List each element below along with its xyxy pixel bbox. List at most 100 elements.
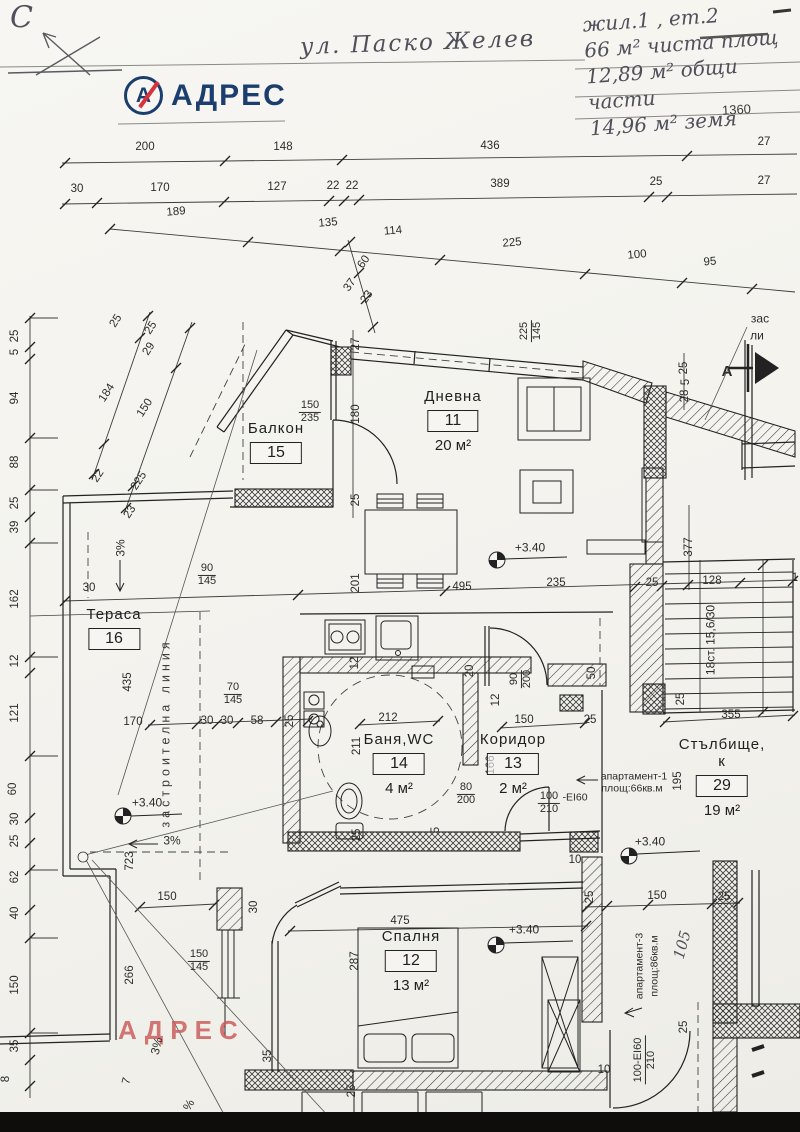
- dim-label: 27: [349, 337, 362, 351]
- dim-label: 100: [626, 248, 648, 262]
- annotation: 3%: [163, 833, 181, 848]
- dim-label: 30: [247, 900, 260, 914]
- dim-label: 30: [70, 182, 84, 195]
- room-number: 13: [487, 753, 539, 775]
- room-name: Тераса: [86, 606, 142, 623]
- dim-label: 170: [150, 181, 170, 194]
- dim-label: 25: [717, 890, 731, 903]
- dim-label: 121: [8, 703, 21, 723]
- dim-label: 10: [597, 1063, 611, 1076]
- elevation-marks: [114, 551, 701, 954]
- dim-label: 12: [489, 693, 502, 707]
- dim-label: 723: [123, 851, 136, 871]
- dim-label: 5: [8, 348, 21, 356]
- dim-label: 189: [165, 205, 187, 219]
- room-area: 2 м²: [499, 780, 527, 797]
- dim-label: 30: [200, 714, 214, 727]
- dim-label: 25: [645, 576, 659, 589]
- wall-lines: [0, 329, 796, 1112]
- dim-label: 377: [682, 537, 695, 557]
- annotation: +3.40: [131, 795, 163, 810]
- annotation: +3.40: [508, 922, 540, 937]
- room-name: Стълбище, к: [678, 736, 766, 770]
- dim-label: 25: [583, 713, 597, 726]
- annotation: ли: [750, 328, 764, 343]
- dim-label: 162: [8, 589, 21, 609]
- room-number: 29: [696, 775, 748, 797]
- dim-label: 127: [267, 180, 287, 193]
- dim-label: 22: [326, 179, 340, 192]
- dim-label: 30: [82, 581, 96, 594]
- annotation: апартамент-1: [600, 770, 668, 783]
- dim-label: 25: [345, 1084, 358, 1098]
- annotation: площ:66кв.м: [601, 782, 663, 795]
- dim-label: 30: [8, 812, 21, 826]
- room-label: Коридор 13 2 м²: [480, 731, 546, 797]
- room-label: Тераса 16: [86, 606, 141, 650]
- dim-label: 25: [283, 714, 296, 728]
- dim-label: 25: [8, 834, 21, 848]
- dim-label: 88: [8, 455, 21, 469]
- dim-label: 25: [677, 361, 690, 375]
- room-name: Баня,WC: [363, 731, 435, 748]
- room-number: 12: [385, 950, 437, 972]
- annotation: +3.40: [634, 834, 666, 849]
- dim-label: 62: [8, 870, 21, 884]
- annotation: апартамент-3: [633, 932, 646, 1000]
- dim-label: 150: [8, 975, 21, 995]
- dim-label: 211: [350, 736, 363, 756]
- room-name: Балкон: [247, 420, 305, 437]
- scan-edge-bar: [0, 1112, 800, 1132]
- annotation: 18ст. 15,6/30: [703, 604, 718, 676]
- dim-label: 27: [757, 174, 771, 187]
- dim-label: 58: [250, 714, 264, 727]
- dim-label: 135: [317, 216, 339, 230]
- dim-label: 25: [8, 496, 21, 510]
- construction-diagonals: [77, 326, 748, 1132]
- hatched-walls: [216, 346, 800, 1113]
- dim-label: 25: [583, 890, 596, 904]
- dim-label: 22: [345, 179, 359, 192]
- dim-label: 25: [649, 175, 663, 188]
- dim-label: 435: [121, 672, 134, 692]
- dim-label: 1: [791, 571, 799, 584]
- dimension-lines: [29, 153, 798, 1098]
- dim-label: 150: [157, 890, 177, 903]
- furniture: [303, 377, 765, 1078]
- dim-label: 235: [546, 576, 566, 589]
- room-name: Коридор: [479, 731, 547, 748]
- room-number: 15: [250, 442, 302, 464]
- dim-label: 180: [349, 404, 362, 424]
- dim-label: 30: [220, 714, 234, 727]
- room-area: 13 м²: [392, 977, 430, 994]
- adres-logo-icon: А: [124, 76, 163, 115]
- dim-label: 436: [480, 139, 500, 152]
- dim-label: 114: [383, 224, 403, 238]
- dim-label: 39: [8, 520, 21, 534]
- annotation: 3%: [113, 539, 128, 557]
- dim-label: 28: [678, 389, 691, 403]
- dashed-lines: [87, 322, 699, 1114]
- arrows: [115, 344, 779, 1018]
- logo-letter: А: [135, 83, 152, 107]
- dim-label: 25: [674, 692, 687, 706]
- dim-label: 35: [8, 1039, 21, 1053]
- dim-label: 20: [463, 664, 476, 678]
- room-name: Спалня: [381, 928, 441, 945]
- dim-label: 225: [501, 236, 523, 250]
- dim-label: 170: [123, 715, 143, 728]
- dim-label: 287: [348, 951, 361, 971]
- room-number: 16: [88, 628, 140, 650]
- room-area: 4 м²: [385, 780, 413, 797]
- dim-label: 94: [8, 391, 21, 405]
- room-label: Спалня 12 13 м²: [382, 928, 440, 994]
- dim-label: 25: [677, 1020, 690, 1034]
